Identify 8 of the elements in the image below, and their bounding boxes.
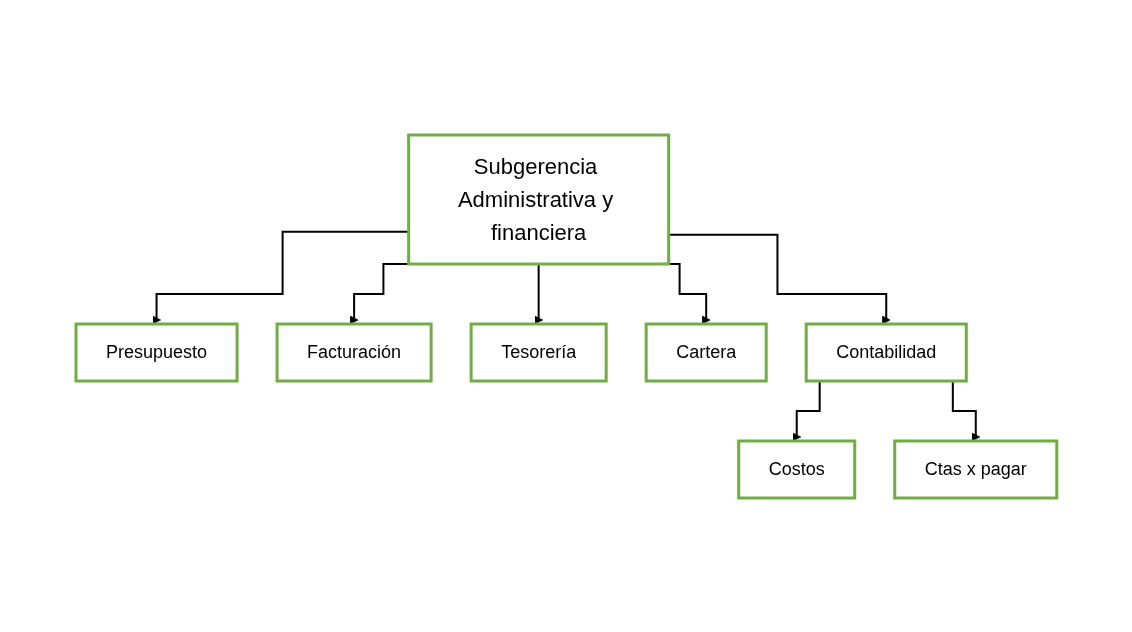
node-box: Tesorería [469, 322, 608, 382]
node-box: Subgerencia Administrativa y financiera [406, 133, 670, 265]
node-box: Facturación [275, 322, 433, 382]
node-box: Ctas x pagar [892, 439, 1058, 499]
node-box: Contabilidad [804, 322, 968, 382]
node-box: Cartera [644, 322, 768, 382]
node-box: Presupuesto [74, 322, 239, 382]
node-box: Costos [736, 439, 856, 499]
